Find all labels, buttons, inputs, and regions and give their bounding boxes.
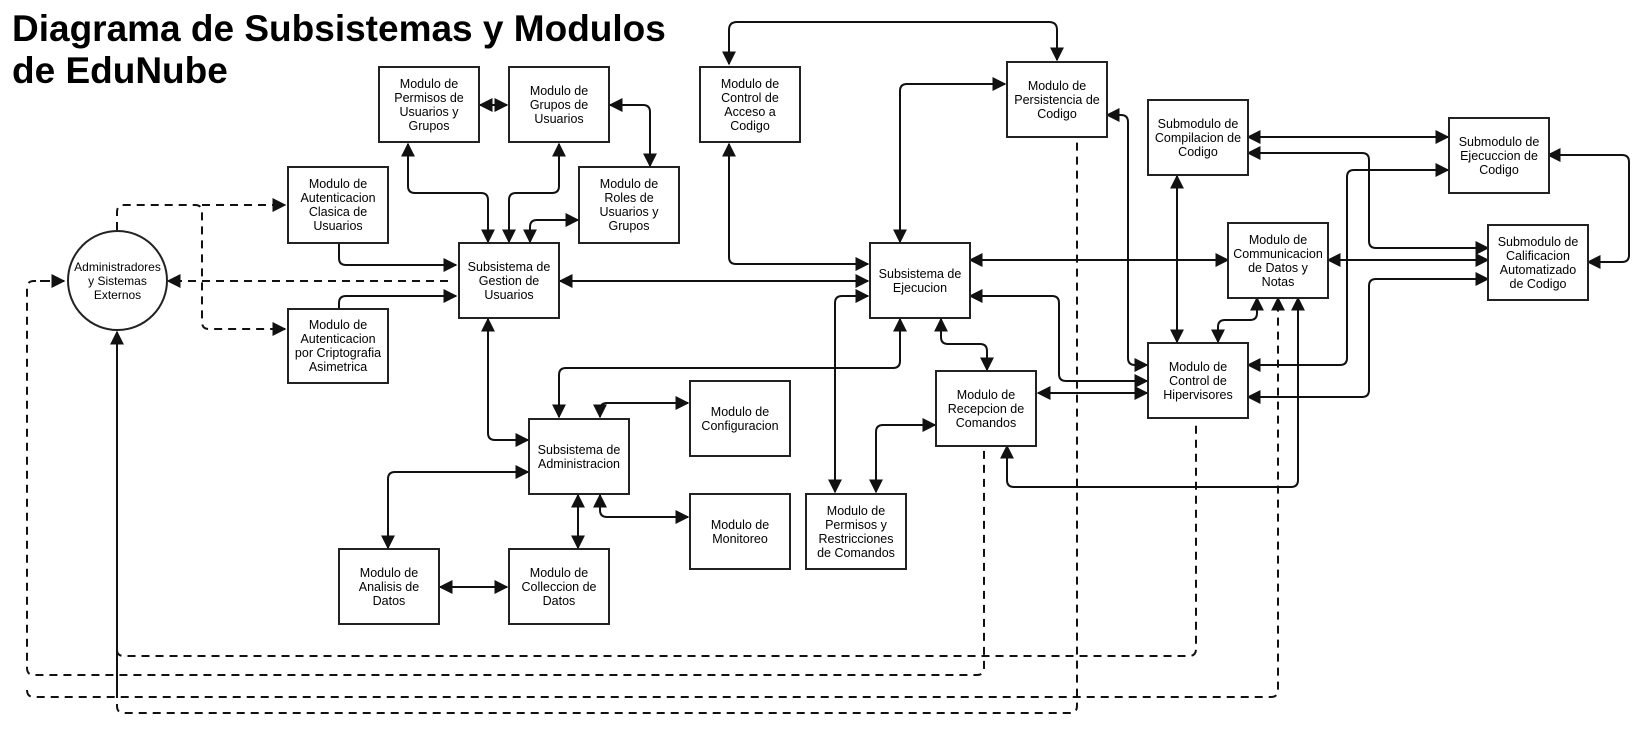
node-admins: Administradores y Sistemas Externos <box>67 230 168 331</box>
edge-permisos-gestion <box>401 142 495 244</box>
node-grupos: Modulo de Grupos de Usuarios <box>508 66 610 143</box>
node-ejecucion-codigo: Submodulo de Ejecuccion de Codigo <box>1448 117 1550 194</box>
edge-persistencia-ejecucion <box>893 77 1007 244</box>
edge-loop-left-2 <box>26 296 1285 698</box>
edge-control-acceso-ejecucion <box>722 142 870 271</box>
solid-connectors <box>338 21 1630 594</box>
node-calificacion: Submodulo de Calificacion Automatizado d… <box>1487 224 1589 301</box>
edge-persistencia-hipervisores <box>1105 108 1149 372</box>
node-configuracion: Modulo de Configuracion <box>689 380 791 457</box>
edge-admin-monitoreo <box>593 493 690 524</box>
edge-auth-cripto-gestion <box>338 289 458 308</box>
edge-grupos-gestion <box>502 142 566 244</box>
node-gestion-usuarios: Subsistema de Gestion de Usuarios <box>458 242 560 319</box>
node-analisis-datos: Modulo de Analisis de Datos <box>338 548 440 625</box>
edge-gestion-administracion <box>481 317 530 447</box>
node-monitoreo: Modulo de Monitoreo <box>689 493 791 570</box>
dashed-connectors <box>26 140 1285 714</box>
edge-loop-hiper <box>116 420 1197 657</box>
diagram-title: Diagrama de Subsistemas y Modulos de Edu… <box>12 8 666 91</box>
node-control-acceso: Modulo de Control de Acceso a Codigo <box>699 66 801 143</box>
node-comunicacion: Modulo de Communicacion de Datos y Notas <box>1227 222 1329 299</box>
edge-admins-auth-clasica <box>116 204 287 336</box>
node-auth-clasica: Modulo de Autenticacion Clasica de Usuar… <box>287 166 389 244</box>
node-ejecucion: Subsistema de Ejecucion <box>869 242 971 319</box>
edge-comunicacion-hipervisores <box>1211 296 1264 344</box>
node-permisos-comandos: Modulo de Permisos y Restricciones de Co… <box>805 493 907 570</box>
edge-ejecucion-hipervisores <box>968 289 1149 388</box>
node-compilacion: Submodulo de Compilacion de Codigo <box>1147 99 1249 176</box>
edge-ejecucion-administracion <box>552 317 907 419</box>
node-persistencia: Modulo de Persistencia de Codigo <box>1006 61 1108 138</box>
node-roles: Modulo de Roles de Usuarios y Grupos <box>578 166 680 244</box>
edge-control-acceso-persistencia <box>722 21 1064 66</box>
node-administracion: Subsistema de Administracion <box>528 418 630 495</box>
edge-grupos-roles <box>608 98 657 168</box>
edge-recepcion-comunicacion <box>1000 296 1305 488</box>
node-recepcion-comandos: Modulo de Recepcion de Comandos <box>935 370 1037 447</box>
edge-ejecucion-codigo-calificacion <box>1546 148 1630 269</box>
node-hipervisores: Modulo de Control de Hipervisores <box>1147 342 1249 419</box>
edge-loop-bottom <box>116 140 1078 714</box>
edge-admin-configuracion <box>593 396 690 419</box>
edge-hipervisores-calificacion <box>1246 272 1490 404</box>
node-permisos-usuarios: Modulo de Permisos de Usuarios y Grupos <box>378 66 480 143</box>
edge-permisos-comandos-recepcion <box>869 418 937 494</box>
node-coleccion-datos: Modulo de Colleccion de Datos <box>508 548 610 625</box>
edge-ejecucion-permisos-comandos <box>828 289 870 494</box>
node-auth-cripto: Modulo de Autenticacion por Criptografia… <box>287 308 389 384</box>
edge-ejecucion-recepcion <box>934 317 994 372</box>
edge-auth-clasica-gestion <box>338 244 458 272</box>
edge-admin-analisis <box>381 465 530 550</box>
edge-roles-gestion <box>523 213 580 244</box>
edge-loop-left <box>26 280 985 676</box>
